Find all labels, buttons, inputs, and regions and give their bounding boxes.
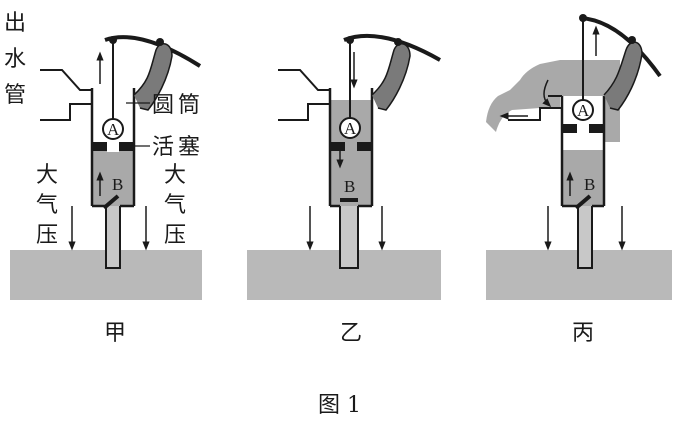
label-outlet-3: 管: [4, 83, 26, 108]
valve-a-letter-bing: A: [577, 101, 590, 120]
pipe-jia: [105, 199, 121, 269]
outlet-pipe-jia: [40, 69, 92, 121]
outlet-pipe-yi: [278, 69, 330, 121]
label-outlet-1: 出: [4, 11, 26, 36]
valve-b-jia: [102, 194, 120, 210]
valve-b-bing: [574, 194, 592, 210]
bracket-yi: [371, 43, 411, 111]
caption-yi: 乙: [340, 321, 362, 346]
valve-a-letter-yi: A: [344, 119, 357, 138]
label-cylinder-1: 圆: [152, 93, 174, 118]
label-cylinder-2: 筒: [178, 93, 200, 118]
label-piston-1: 活: [152, 135, 174, 160]
handle-bing: [579, 16, 662, 78]
label-atm-right-3: 压: [164, 223, 186, 248]
label-atm-left-2: 气: [36, 193, 58, 218]
outlet-pipe-bing: [508, 95, 562, 121]
pipe-yi: [339, 199, 359, 269]
valve-b-letter-jia: B: [112, 175, 123, 194]
bracket-bing: [603, 41, 643, 111]
label-atm-left-3: 压: [36, 223, 58, 248]
panel-bing: [486, 14, 672, 300]
figure-caption: 图 1: [318, 393, 361, 418]
valve-a-letter-jia: A: [107, 120, 120, 139]
cylinder-bing: [560, 96, 606, 208]
label-atm-right-2: 气: [164, 193, 186, 218]
arrow-flow-bing: [542, 79, 552, 108]
label-outlet-2: 水: [4, 47, 26, 72]
caption-bing: 丙: [572, 321, 594, 346]
pipe-bing: [577, 199, 593, 269]
bracket-jia: [133, 43, 173, 111]
panel-jia: [10, 35, 202, 300]
valve-b-letter-bing: B: [584, 175, 595, 194]
valve-b-letter-yi: B: [344, 177, 355, 196]
label-piston-2: 塞: [178, 135, 200, 160]
panel-yi: [247, 33, 441, 300]
label-atm-left-1: 大: [36, 163, 58, 188]
caption-jia: 甲: [104, 321, 126, 346]
label-atm-right-1: 大: [164, 163, 186, 188]
